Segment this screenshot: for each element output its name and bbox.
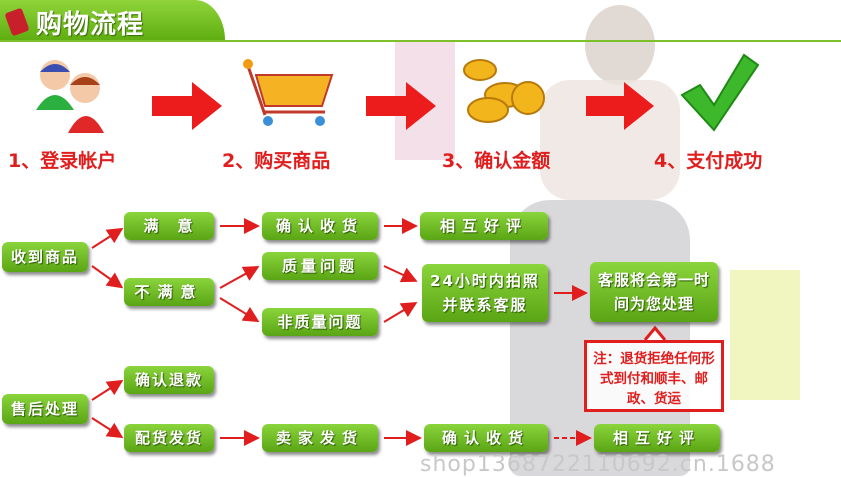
flow-arrow [91, 417, 124, 439]
shopping-bags [730, 270, 800, 400]
flow-arrow [219, 266, 260, 289]
box-unsatisfied: 不满意 [124, 278, 214, 306]
checkmark-icon [680, 53, 760, 132]
step-label-purchase: 2、购买商品 [222, 150, 331, 172]
model-photo-head [585, 5, 655, 85]
step-arrow-3 [586, 82, 654, 130]
box-confirm-refund: 确认退款 [124, 366, 214, 394]
step-label-payment-success: 4、支付成功 [654, 150, 763, 172]
gold-coins-icon [463, 59, 545, 123]
box-mutual-review: 相互好评 [420, 212, 548, 240]
step-arrow-1 [152, 82, 222, 130]
step-label-confirm-amount: 3、确认金额 [442, 150, 551, 172]
box-quality-issue: 质量问题 [262, 252, 378, 280]
page-title: 购物流程 [36, 10, 145, 40]
flow-arrow [91, 227, 124, 249]
shopping-cart-icon [243, 59, 334, 126]
box-ship-replacement: 配货发货 [124, 424, 214, 452]
flow-arrow [91, 379, 124, 401]
step-arrow-2 [366, 82, 436, 130]
note-pointer [643, 325, 667, 341]
flow-arrows [91, 218, 592, 446]
step-label-login: 1、登录帐户 [8, 150, 117, 172]
box-photo-contact: 24小时内拍照并联系客服 [422, 264, 548, 322]
box-non-quality-issue: 非质量问题 [262, 308, 378, 336]
box-confirm-receipt: 确认收货 [262, 212, 378, 240]
box-satisfied: 满 意 [124, 212, 214, 240]
users-icon [36, 60, 104, 133]
header-divider [0, 40, 841, 42]
box-seller-ships: 卖家发货 [262, 424, 378, 452]
box-received: 收到商品 [2, 242, 88, 272]
flow-arrow [219, 297, 260, 323]
box-after-sales: 售后处理 [2, 394, 88, 424]
watermark: shop1368722110692.cn.1688 [420, 452, 776, 477]
header-bar [0, 0, 225, 40]
step-arrows [152, 82, 654, 130]
box-mutual-review-2: 相互好评 [594, 424, 720, 452]
box-confirm-receipt-2: 确认收货 [424, 424, 548, 452]
flow-arrow [91, 265, 124, 289]
box-service-handle: 客服将会第一时间为您处理 [590, 262, 718, 322]
flow-arrow [383, 301, 418, 323]
return-policy-note: 注：退货拒绝任何形式到付和顺丰、邮政、货运 [584, 340, 724, 412]
flow-arrow [383, 265, 418, 283]
